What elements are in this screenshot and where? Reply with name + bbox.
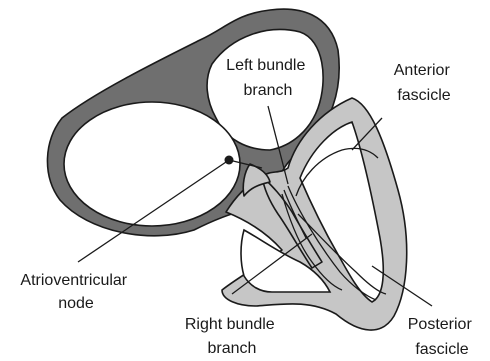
- right-atrium-cavity: [64, 102, 240, 226]
- label-right-bundle-branch: Right bundle branch: [185, 316, 279, 357]
- label-anterior-fascicle: Anterior fascicle: [394, 62, 454, 104]
- label-posterior-fascicle: Posterior fascicle: [408, 316, 476, 358]
- label-atrioventricular-node: Atrioventricular node: [20, 272, 131, 312]
